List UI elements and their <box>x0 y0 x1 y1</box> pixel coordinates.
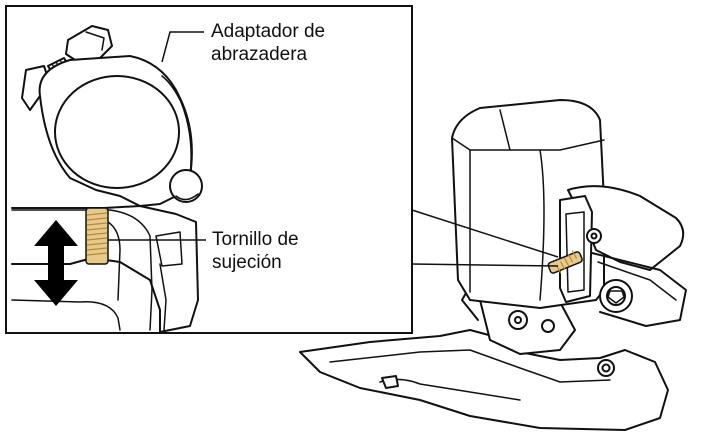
clamp-ring-opening <box>54 75 180 189</box>
fixing-screw <box>85 207 109 265</box>
zoom-line-bottom <box>411 263 559 267</box>
leader-clamp-adapter <box>161 31 204 63</box>
label-fixing-screw-line2: sujeción <box>212 252 282 273</box>
double-arrow-icon <box>34 220 78 306</box>
derailleur-cage <box>299 329 669 431</box>
label-clamp-adapter-line2: abrazadera <box>211 44 308 65</box>
label-fixing-screw: Tornillo de sujeción <box>212 228 299 274</box>
cage-slot <box>381 375 399 389</box>
derailleur-fixing-screw <box>547 250 583 274</box>
clamp-adapter-illustration <box>11 25 203 333</box>
label-clamp-adapter: Adaptador de abrazadera <box>211 20 325 66</box>
label-fixing-screw-line1: Tornillo de <box>212 229 299 250</box>
clamp-head <box>65 25 113 63</box>
clamp-band <box>567 185 685 271</box>
label-clamp-adapter-line1: Adaptador de <box>211 21 326 42</box>
screw-bracket <box>559 195 593 303</box>
zoom-line-top <box>411 209 559 258</box>
